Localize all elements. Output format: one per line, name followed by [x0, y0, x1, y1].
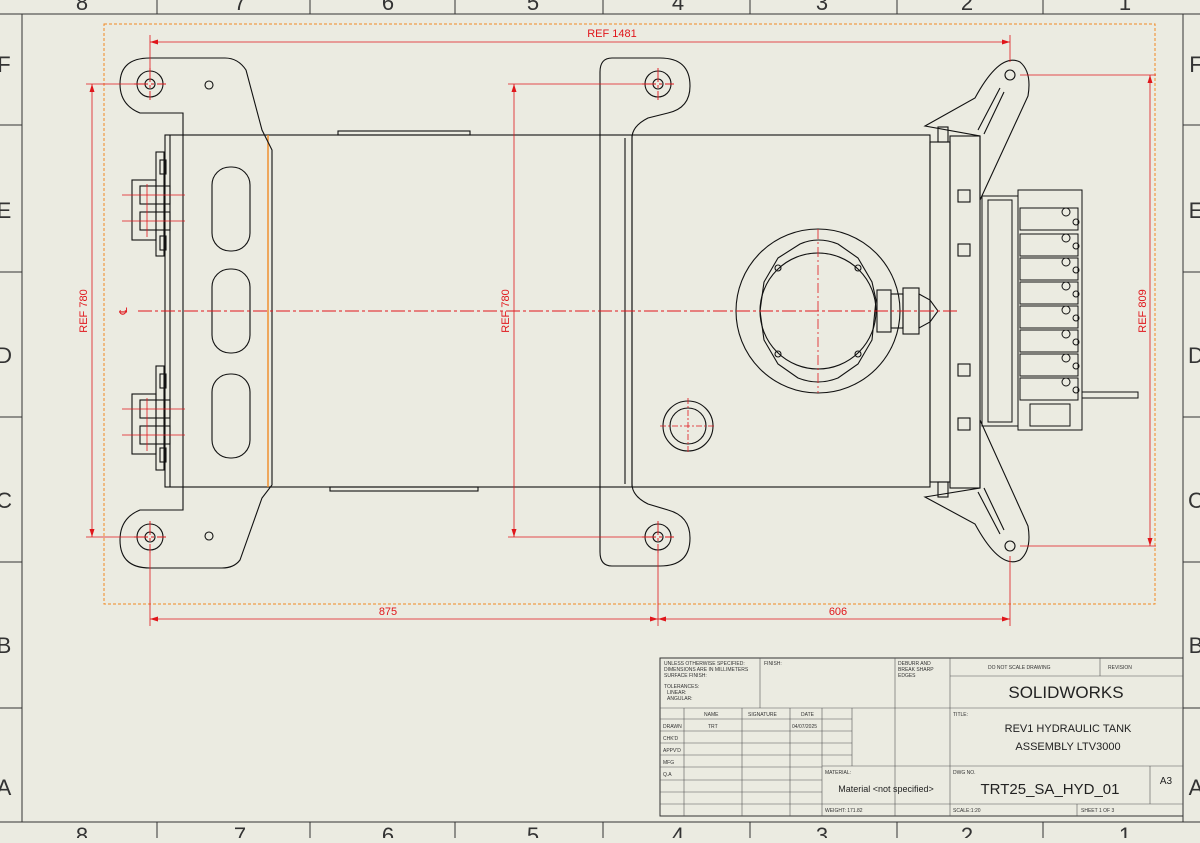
zone-col-label: 4 [672, 0, 684, 15]
view-boundary [103, 23, 1156, 605]
tb-deburr: BREAK SHARP [898, 667, 934, 673]
zone-row-label: D [1188, 343, 1200, 368]
zone-labels-top: 8 7 6 5 4 3 2 1 [76, 0, 1131, 15]
dim-bottom-right: 606 [829, 606, 847, 618]
tb-row-label: APPV'D [663, 748, 681, 754]
tb-title-line2: ASSEMBLY LTV3000 [1015, 741, 1120, 753]
tb-col-name: NAME [704, 712, 719, 718]
tb-row-label: DRAWN [663, 724, 682, 730]
dim-bottom-left: 875 [379, 606, 397, 618]
title-block: UNLESS OTHERWISE SPECIFIED: DIMENSIONS A… [659, 657, 1184, 817]
tb-deburr: EDGES [898, 673, 916, 679]
tb-note: UNLESS OTHERWISE SPECIFIED: [664, 661, 745, 667]
dim-left-height: REF 780 [78, 289, 90, 332]
dim-center-height: REF 780 [500, 289, 512, 332]
tb-material-value: Material <not specified> [838, 784, 934, 794]
zone-col-label: 7 [234, 0, 246, 15]
zone-col-label: 3 [816, 823, 828, 838]
zone-row-label: C [0, 488, 12, 513]
zone-col-label: 1 [1119, 0, 1131, 15]
centerline-symbol: ℄ [118, 307, 130, 315]
valve-bank [981, 189, 1139, 431]
tb-note: DIMENSIONS ARE IN MILLIMETERS [664, 667, 749, 673]
dim-right-height: REF 809 [1137, 289, 1149, 332]
tb-deburr: DEBURR AND [898, 661, 931, 667]
tb-row-label: Q.A [663, 772, 672, 778]
right-plate [929, 126, 981, 498]
tb-dwg-no: TRT25_SA_HYD_01 [981, 781, 1120, 798]
tb-col-date: DATE [801, 712, 815, 718]
zone-row-label: C [1188, 488, 1200, 513]
zone-col-label: 2 [961, 823, 973, 838]
tb-size: A3 [1160, 776, 1173, 787]
zone-labels-right: F E D C B A [1188, 52, 1200, 800]
dim-overall-length: REF 1481 [587, 28, 637, 40]
tb-revision-label: REVISION [1108, 665, 1132, 671]
zone-col-label: 8 [76, 0, 88, 15]
left-fitting-centerlines [122, 184, 185, 451]
zone-col-label: 4 [672, 823, 684, 838]
tb-note: LINEAR: [667, 690, 686, 696]
zone-row-label: E [0, 198, 11, 223]
tb-note: TOLERANCES: [664, 684, 699, 690]
zone-row-label: A [1189, 775, 1200, 800]
tb-title-label: TITLE: [953, 712, 968, 718]
zone-col-label: 7 [234, 823, 246, 838]
tb-sheet: SHEET 1 OF 3 [1081, 808, 1114, 814]
tb-company: SOLIDWORKS [1008, 683, 1123, 702]
zone-row-label: F [0, 52, 11, 77]
tb-weight: WEIGHT: 171.82 [825, 808, 863, 814]
zone-col-label: 3 [816, 0, 828, 15]
tb-do-not-scale: DO NOT SCALE DRAWING [988, 665, 1051, 671]
tb-row-label: CHK'D [663, 736, 679, 742]
zone-col-label: 8 [76, 823, 88, 838]
zone-col-label: 1 [1119, 823, 1131, 838]
zone-col-label: 6 [382, 0, 394, 15]
slot [211, 373, 251, 459]
dimension-arrows [89, 39, 1153, 622]
tb-note: ANGULAR: [667, 696, 693, 702]
drain-plug-centerlines [660, 398, 716, 454]
tb-finish-label: FINISH: [764, 661, 782, 667]
zone-col-label: 2 [961, 0, 973, 15]
zone-labels-left: F E D C B A [0, 52, 12, 800]
zone-row-label: F [1189, 52, 1200, 77]
tb-drawn-date: 04/07/2025 [792, 724, 817, 730]
tb-material-label: MATERIAL: [825, 770, 851, 776]
zone-row-label: B [0, 633, 11, 658]
tb-col-signature: SIGNATURE [748, 712, 777, 718]
tb-note: SURFACE FINISH: [664, 673, 707, 679]
main-centerlines [134, 68, 960, 553]
right-bracket [923, 59, 1030, 563]
tb-scale: SCALE:1:20 [953, 808, 981, 814]
dimension-lines [86, 35, 1156, 626]
zone-row-label: E [1189, 198, 1200, 223]
zone-col-label: 5 [527, 0, 539, 15]
tb-dwg-no-label: DWG NO. [953, 770, 976, 776]
zone-col-label: 5 [527, 823, 539, 838]
tb-row-label: MFG [663, 760, 674, 766]
zone-col-label: 6 [382, 823, 394, 838]
zone-row-label: A [0, 775, 12, 800]
dimension-labels: REF 1481 REF 780 REF 780 REF 809 875 606 [78, 28, 1149, 618]
zone-row-label: B [1189, 633, 1200, 658]
zone-row-label: D [0, 343, 12, 368]
tb-title-line1: REV1 HYDRAULIC TANK [1005, 723, 1132, 735]
slot [211, 166, 251, 252]
tb-drawn-name: TRT [708, 724, 718, 730]
